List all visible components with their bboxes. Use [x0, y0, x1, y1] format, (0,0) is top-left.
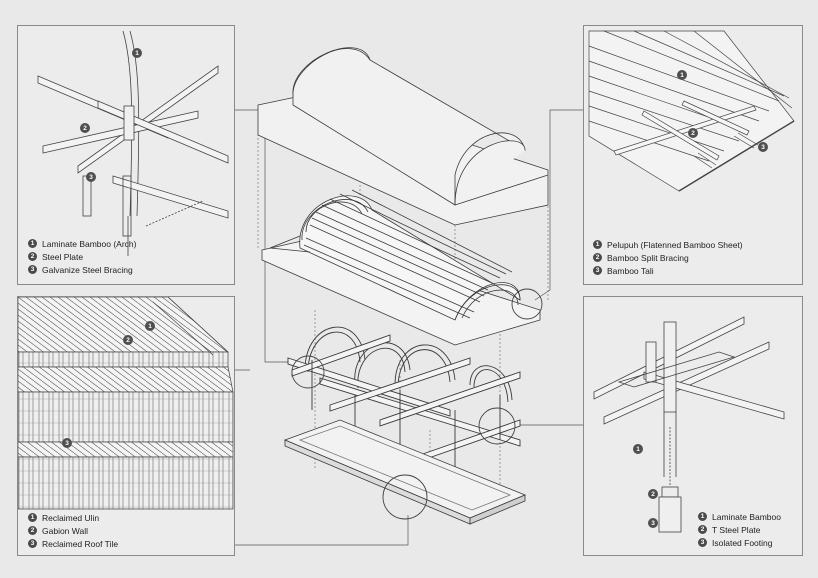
arch-joint-drawing	[37, 30, 229, 256]
callout-marker-3: 3	[62, 438, 72, 448]
roof-shell	[257, 47, 549, 226]
callout-marker-1: 1	[677, 70, 687, 80]
callout-marker-1: 1	[145, 321, 155, 331]
callout-marker-1: 1	[132, 48, 142, 58]
base-platform	[283, 419, 527, 525]
footing-drawing	[593, 316, 785, 533]
callout-marker-2: 2	[648, 489, 658, 499]
callout-marker-1: 1	[633, 444, 643, 454]
callout-marker-2: 2	[688, 128, 698, 138]
ribbed-roof-layer	[261, 189, 541, 346]
callout-leader-lines	[233, 109, 583, 546]
callout-marker-3: 3	[648, 518, 658, 528]
callout-marker-3: 3	[86, 172, 96, 182]
callout-marker-2: 2	[123, 335, 133, 345]
callout-marker-3: 3	[758, 142, 768, 152]
roof-sheet-drawing	[588, 30, 795, 192]
detail-magnifier-circles	[291, 288, 543, 520]
callout-marker-2: 2	[80, 123, 90, 133]
gabion-wall-drawing	[18, 297, 234, 510]
